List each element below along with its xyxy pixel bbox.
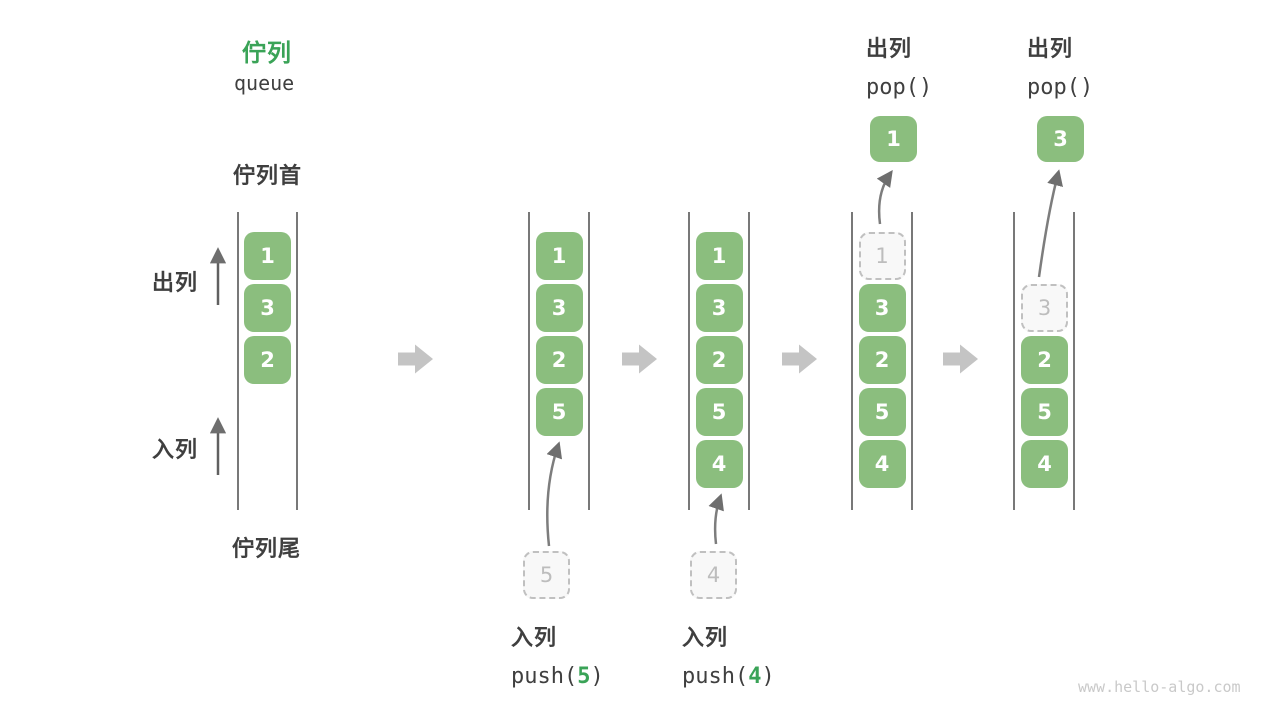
- queue-cell: 5: [695, 388, 743, 436]
- push-label-text: 入列: [682, 625, 729, 650]
- queue-cell: 1: [535, 232, 583, 280]
- queue-cell: 3: [858, 284, 906, 332]
- label-enqueue-side: 入列: [152, 437, 199, 462]
- queue-cell: 4: [695, 440, 743, 488]
- pop-label-text: 出列: [1027, 36, 1074, 61]
- push-arg: 4: [748, 664, 762, 689]
- pop-operation-label: 出列 pop(): [1027, 31, 1093, 100]
- page-subtitle: queue: [234, 71, 295, 95]
- queue-cell: 1: [695, 232, 743, 280]
- queue-cell: 5: [535, 388, 583, 436]
- queue-cell: 3: [695, 284, 743, 332]
- pop-operation-label: 出列 pop(): [866, 31, 932, 100]
- queue-cell: 3: [244, 284, 291, 332]
- push-operation-label: 入列 push(4): [682, 620, 775, 689]
- staged-cell-dashed: 5: [523, 551, 570, 599]
- staged-cell-dashed: 4: [690, 551, 737, 599]
- motion-arrow-icon: [546, 169, 1063, 547]
- queue-walls: [237, 212, 1075, 510]
- queue-cell: 5: [1021, 388, 1068, 436]
- queue-cell-dashed: 1: [858, 232, 906, 280]
- push-operation-label: 入列 push(5): [511, 620, 604, 689]
- page-title: 佇列: [242, 40, 292, 67]
- queue-cell: 2: [858, 336, 906, 384]
- popped-cell: 1: [870, 116, 917, 162]
- pop-label-code: pop(): [866, 75, 933, 100]
- push-arg: 5: [577, 664, 591, 689]
- queue-cell: 5: [858, 388, 906, 436]
- label-queue-tail: 佇列尾: [232, 536, 302, 561]
- push-label-text: 入列: [511, 625, 558, 650]
- queue-cell: 4: [858, 440, 906, 488]
- label-dequeue-side: 出列: [152, 270, 199, 295]
- queue-cell-dashed: 3: [1021, 284, 1068, 332]
- queue-cell: 4: [1021, 440, 1068, 488]
- watermark: www.hello-algo.com: [1078, 678, 1241, 696]
- push-label-code: push(4): [682, 664, 775, 689]
- label-queue-front: 佇列首: [233, 163, 303, 188]
- queue-cell: 2: [535, 336, 583, 384]
- step-arrow-icon: [398, 344, 978, 374]
- popped-cell: 3: [1037, 116, 1084, 162]
- pop-label-code: pop(): [1027, 75, 1094, 100]
- queue-cell: 3: [535, 284, 583, 332]
- queue-cell: 1: [244, 232, 291, 280]
- push-label-code: push(5): [511, 664, 604, 689]
- queue-cell: 2: [1021, 336, 1068, 384]
- queue-cell: 2: [695, 336, 743, 384]
- pop-label-text: 出列: [866, 36, 913, 61]
- queue-cell: 2: [244, 336, 291, 384]
